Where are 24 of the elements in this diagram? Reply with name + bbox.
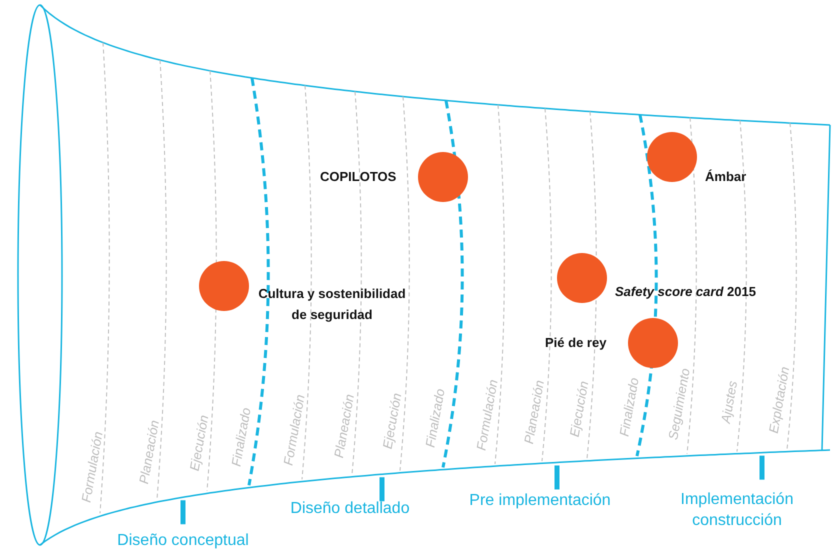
stage-label: Finalizado <box>228 406 254 468</box>
phase-label: Implementación construcción <box>680 490 794 531</box>
stage-label: Formulación <box>280 394 308 467</box>
stage-label: Ejecución <box>566 380 592 438</box>
phase-label: Diseño conceptual <box>117 532 249 550</box>
milestone-label: COPILOTOS <box>320 168 396 186</box>
stage-label: Finalizado <box>616 376 642 438</box>
phase-label: Pre implementación <box>469 492 611 510</box>
stage-label: Planeación <box>331 392 357 458</box>
milestone-label: Ámbar <box>705 168 746 186</box>
stage-label: Planeación <box>521 378 547 445</box>
stage-label: Explotación <box>766 366 792 434</box>
stage-label: Ejecución <box>186 414 212 472</box>
stage-label: Planeación <box>136 418 162 485</box>
milestone-label: Pié de rey <box>545 334 606 352</box>
milestone-label: Cultura y sostenibilidad de seguridad <box>257 285 407 324</box>
milestone-label: Safety score card 2015 <box>615 282 757 301</box>
stage-label: Ejecución <box>380 392 404 450</box>
stage-label: Formulación <box>473 378 501 452</box>
stage-label: Formulación <box>78 430 106 504</box>
stage-label: Seguimiento <box>665 367 693 442</box>
stage-label: Finalizado <box>422 388 448 449</box>
stage-label: Ajustes <box>718 380 740 424</box>
phase-label: Diseño detallado <box>290 500 410 518</box>
